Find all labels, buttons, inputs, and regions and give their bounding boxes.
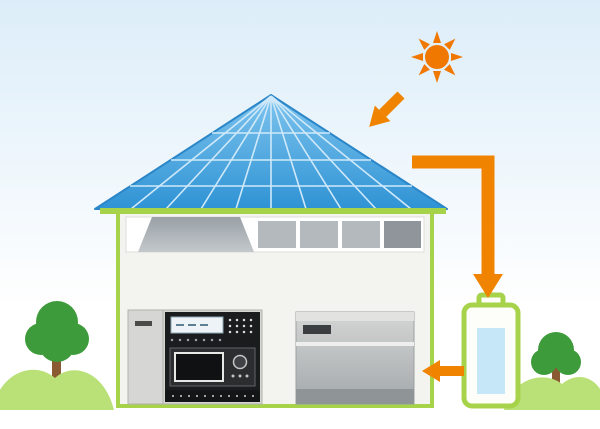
sun-ray [411,53,423,61]
tree-right-canopy [531,332,581,375]
storage-battery [461,292,521,409]
dishwasher-top [296,312,414,321]
tree-left-canopy [25,301,89,362]
arrow-panel-to-battery [412,155,503,298]
bush-right [504,376,600,410]
window-pane [300,221,338,248]
canopy-blob [555,349,581,375]
sun-ray [418,64,430,76]
arrow-shaft [412,155,495,276]
dishwasher-vent [303,325,331,334]
panel-grid-radial [130,95,412,210]
window-pane [342,221,380,248]
sun-rays [411,31,463,83]
house [116,210,434,408]
solar-panel-roof [94,94,448,214]
dishwasher-groove [296,342,414,346]
dishwasher-kickplate [296,389,414,404]
kitchen-appliance-stack [127,309,263,405]
arrow-shaft [440,366,464,376]
canopy-blob [39,326,75,362]
arrow-battery-to-appliances [422,360,464,382]
arrow-head [473,274,503,298]
cabinet-handle [135,321,152,326]
sun-ray [451,53,463,61]
control-display [170,316,224,334]
arrow-head [369,105,391,127]
window-pane [258,221,296,248]
tree-left [25,301,89,408]
sun-ray [418,38,430,50]
sun-ray [444,38,456,50]
canopy-blob [531,349,557,375]
sun-ray [433,31,441,43]
microwave-dial [232,354,248,370]
sun-core [425,45,449,69]
sun-icon [411,31,463,83]
dishwasher-unit [295,311,415,405]
bush-left [0,369,114,410]
arrow-head [422,360,440,382]
sun-ray [433,71,441,83]
dishwasher-body [295,311,415,405]
arrow-sunlight-to-panel [369,91,405,127]
sun-ray [444,64,456,76]
arrow-shaft [379,91,405,117]
control-buttons [228,318,253,334]
window-pane-dark [384,221,421,248]
range-hood [138,217,254,252]
battery-charge-level [477,328,505,394]
microwave-window [174,352,224,382]
